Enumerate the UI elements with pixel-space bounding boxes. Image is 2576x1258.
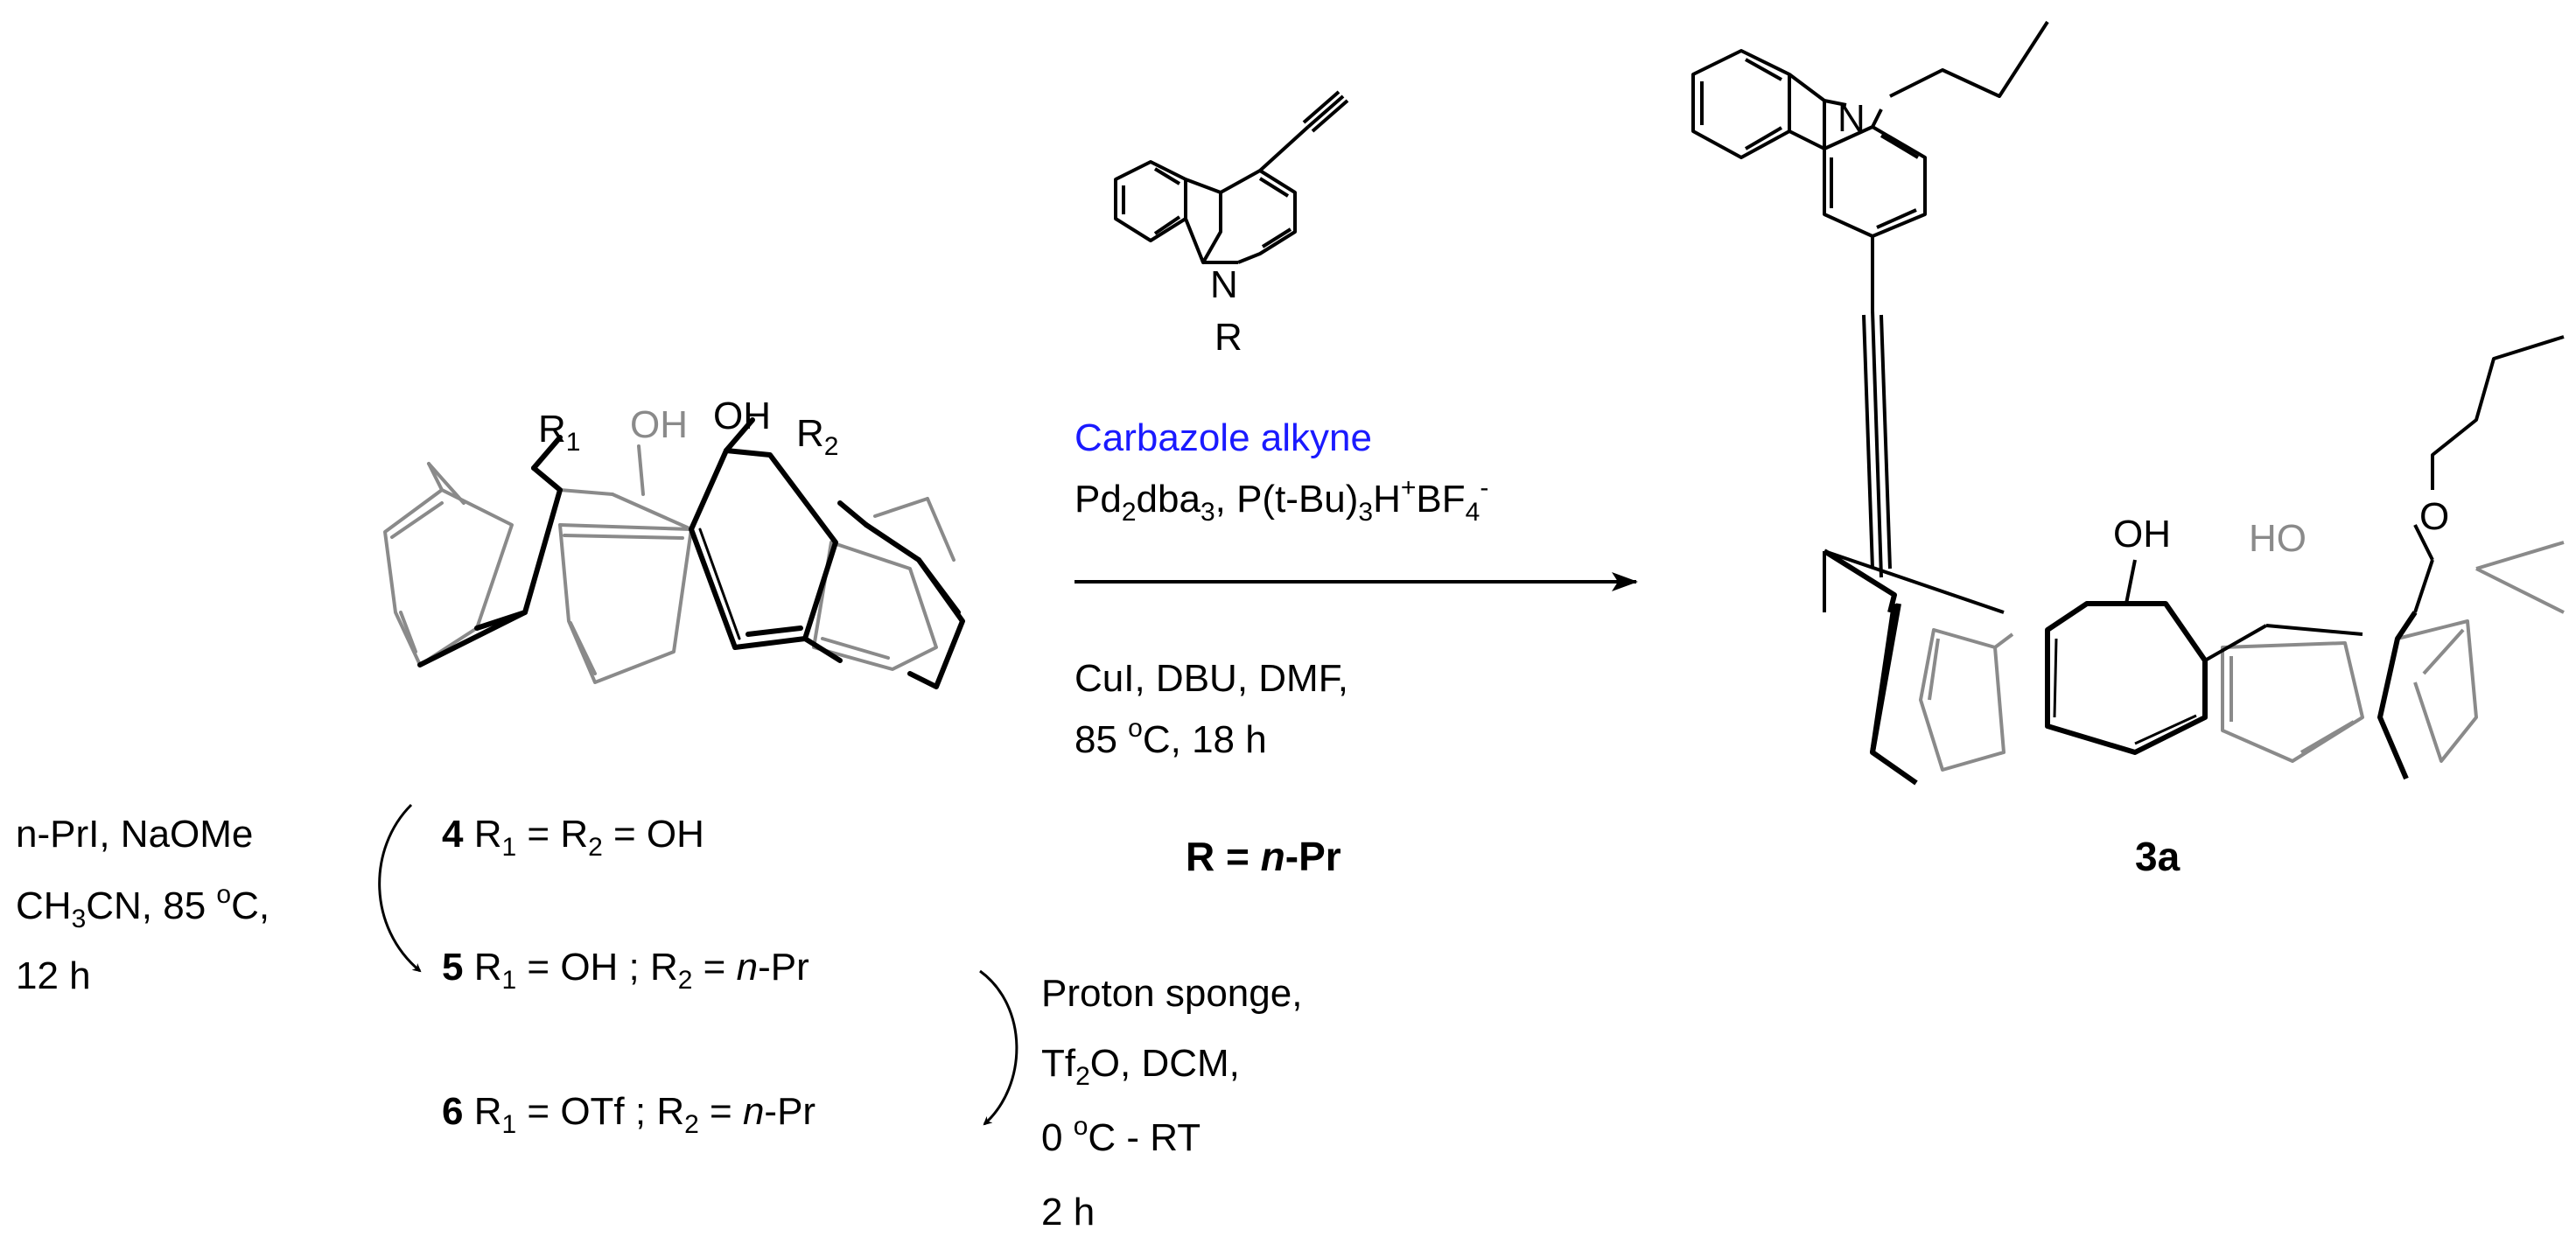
- step2-line-1: Proton sponge,: [1041, 972, 1302, 1015]
- product-label: 3a: [2135, 834, 2180, 879]
- conditions-line-1: CuI, DBU, DMF,: [1074, 657, 1348, 700]
- step1-curved-arrow: [378, 803, 422, 973]
- oh-label-grey: OH: [630, 403, 688, 446]
- step1-conditions: n-PrI, NaOMe CH3CN, 85 oC, 12 h: [16, 813, 270, 997]
- product-o-label: O: [2419, 495, 2449, 538]
- product-ho-grey-label: HO: [2249, 517, 2306, 560]
- starting-calixarene-structure: R1 OH OH R2: [383, 395, 965, 689]
- carbazole-alkyne-label: Carbazole alkyne: [1074, 416, 1372, 459]
- step1-line-1: n-PrI, NaOMe: [16, 813, 253, 856]
- compound-list: 4 R1 = R2 = OH 5 R1 = OH ; R2 = n-Pr 6 R…: [442, 813, 816, 1139]
- step1-line-3: 12 h: [16, 954, 91, 997]
- compound-4-label: 4 R1 = R2 = OH: [442, 813, 704, 862]
- r2-label: R2: [796, 412, 838, 461]
- compound-6-label: 6 R1 = OTf ; R2 = n-Pr: [442, 1090, 816, 1139]
- carbazole-r-label: R: [1214, 316, 1242, 359]
- compound-5-label: 5 R1 = OH ; R2 = n-Pr: [442, 946, 809, 995]
- step2-line-3: 0 oC - RT: [1041, 1112, 1200, 1159]
- calixarene-front-bonds: [417, 417, 965, 689]
- carbazole-n-label: N: [1210, 263, 1238, 306]
- oh-label: OH: [713, 395, 771, 437]
- step2-line-4: 2 h: [1041, 1191, 1095, 1234]
- product-3a-structure: HO OH N O: [1691, 20, 2565, 786]
- r-definition-label: R = n-Pr: [1186, 834, 1341, 879]
- step2-conditions: Proton sponge, Tf2O, DCM, 0 oC - RT 2 h: [1041, 972, 1302, 1234]
- step2-curved-arrow: [979, 969, 1018, 1126]
- product-oh-label: OH: [2113, 513, 2171, 556]
- step2-line-2: Tf2O, DCM,: [1041, 1042, 1240, 1091]
- step1-line-2: CH3CN, 85 oC,: [16, 880, 270, 933]
- catalyst-label: Pd2dba3, P(t-Bu)3H+BF4-: [1074, 473, 1488, 527]
- calixarene-back-bonds: [383, 444, 956, 684]
- r1-label: R1: [538, 408, 580, 457]
- carbazole-alkyne-structure: N R: [1114, 90, 1349, 359]
- product-n-label: N: [1838, 97, 1866, 140]
- conditions-line-2: 85 oC, 18 h: [1074, 714, 1267, 761]
- main-reaction-arrow-group: Carbazole alkyne Pd2dba3, P(t-Bu)3H+BF4-…: [1074, 416, 1638, 879]
